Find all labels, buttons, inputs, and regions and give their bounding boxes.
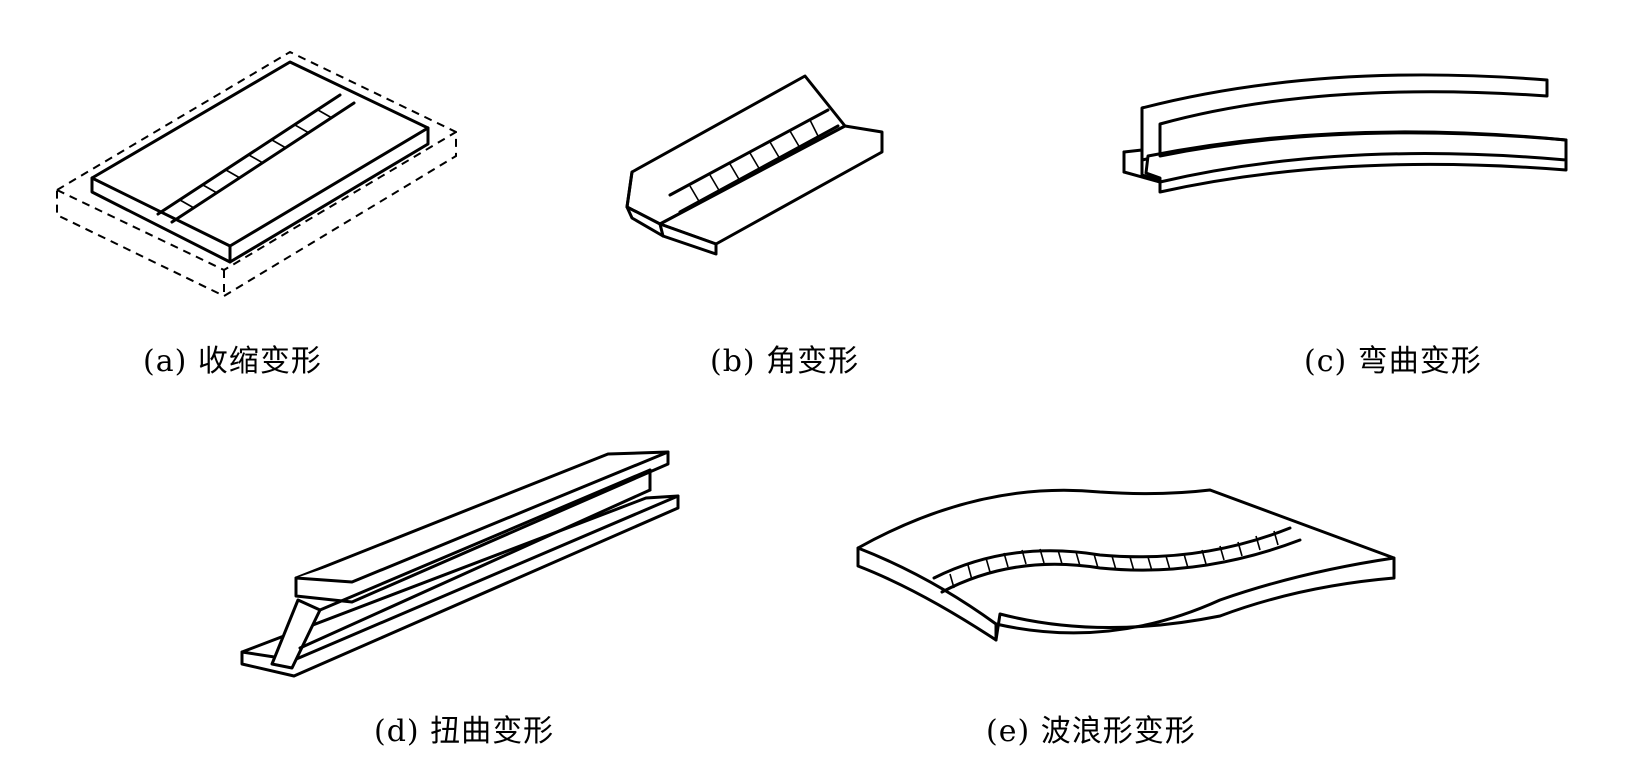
figure-b-angular bbox=[625, 74, 884, 256]
caption-a: (a) 收缩变形 bbox=[143, 344, 322, 379]
caption-e: (e) 波浪形变形 bbox=[986, 714, 1196, 749]
figure-e-wavy bbox=[856, 488, 1396, 642]
figure-c-bending bbox=[1122, 73, 1568, 194]
caption-b: (b) 角变形 bbox=[710, 344, 860, 379]
weld-seam-b bbox=[668, 108, 840, 214]
weld-seam-e bbox=[932, 526, 1302, 594]
caption-c: (c) 弯曲变形 bbox=[1304, 344, 1482, 379]
figure-a-shrinkage bbox=[56, 50, 457, 298]
figure-d-twisting bbox=[240, 450, 680, 678]
original-outline-dashed bbox=[56, 50, 457, 298]
weld-seam-a bbox=[156, 93, 356, 224]
caption-d: (d) 扭曲变形 bbox=[374, 714, 555, 749]
